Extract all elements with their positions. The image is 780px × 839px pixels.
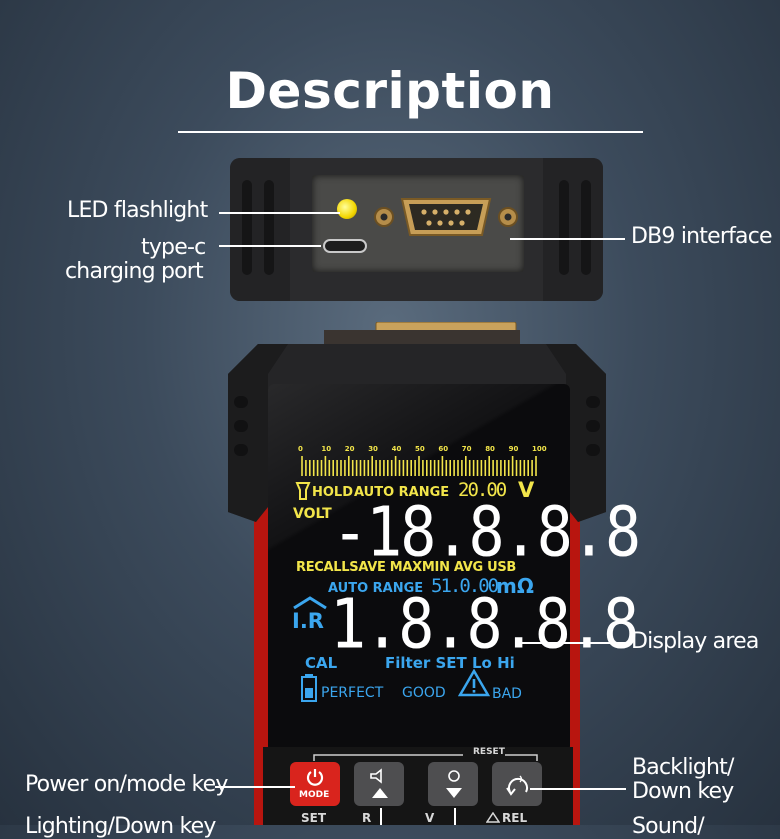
lcd-cal: CAL: [305, 654, 338, 672]
callout-lighting-down: Lighting/Down key: [25, 814, 216, 839]
callout-led-flashlight: LED flashlight: [67, 198, 208, 223]
r-label: R: [362, 811, 372, 825]
page-title: Description: [225, 62, 555, 120]
leader-line: [219, 245, 321, 247]
lcd-ohm-value: 51.0.00: [431, 575, 499, 597]
ir-arrow-icon: [293, 596, 327, 610]
lcd-main-digits: -18.8.8.8: [332, 492, 641, 573]
v-label: V: [425, 811, 435, 825]
lcd-good: GOOD: [402, 685, 446, 701]
callout-db9: DB9 interface: [631, 224, 773, 249]
mode-label: MODE: [299, 790, 330, 800]
scale-tick-label: 50: [415, 445, 425, 453]
leader-line: [219, 212, 340, 214]
warning-icon: [458, 669, 490, 697]
scale-tick-label: 100: [532, 445, 547, 453]
lcd-unit-v: V: [518, 478, 535, 502]
delta-icon: [486, 812, 500, 823]
bulb-down-icon: [446, 770, 462, 798]
set-label: SET: [301, 811, 327, 825]
lcd-volt: VOLT: [293, 506, 332, 522]
db9-connector: [374, 198, 518, 236]
usb-c-port: [323, 239, 367, 253]
power-mode-button[interactable]: MODE: [290, 762, 340, 806]
grip-ridge: [559, 180, 569, 275]
battery-icon: [301, 674, 317, 702]
sound-rel-icon: [506, 775, 528, 796]
leader-line: [510, 238, 625, 240]
lcd-hold: HOLD: [312, 485, 354, 500]
leader-line: [215, 786, 295, 788]
grip-ridge: [581, 180, 591, 275]
screen-gloss: [268, 384, 570, 752]
lcd-second-digits: 1.8.8.8.8: [330, 584, 639, 665]
scale-tick-label: 60: [438, 445, 449, 453]
scale-tick-label: 0: [298, 445, 303, 453]
flashlight-icon: [295, 482, 311, 500]
lighting-down-button[interactable]: [428, 762, 478, 806]
title-underline: [178, 131, 643, 133]
callout-display-area: Display area: [631, 629, 759, 654]
lcd-ir: I.R: [292, 609, 324, 633]
leader-line: [530, 788, 626, 790]
leader-line: [522, 642, 628, 644]
rel-label: REL: [502, 811, 528, 825]
lighting-up-button[interactable]: [354, 762, 404, 806]
lcd-auto-range: AUTO RANGE: [354, 485, 450, 500]
reset-label: RESET: [473, 747, 505, 757]
led-flashlight-lens: [337, 199, 357, 219]
lcd-mode-row: RECALLSAVE MAXMIN AVG USB: [296, 560, 517, 575]
lcd-display: 0 10 20 30 40 50 60 70 80 90 100 HOLD AUTO RANGE 2…: [268, 384, 641, 752]
scale-tick-label: 70: [461, 445, 472, 453]
lcd-perfect: PERFECT: [321, 685, 384, 701]
analog-scale: [301, 456, 537, 476]
callout-backlight-line2: Down key: [632, 779, 734, 804]
callout-sound: Sound/: [632, 814, 705, 839]
callout-typec-line2: charging port: [65, 259, 204, 284]
scale-tick-label: 10: [321, 445, 332, 453]
lcd-unit-mohm: mΩ: [496, 574, 534, 598]
right-grip: [543, 158, 603, 301]
scale-tick-label: 90: [508, 445, 519, 453]
backlight-down-button[interactable]: [492, 762, 542, 806]
reset-bracket: [313, 750, 538, 761]
lcd-auto-range-2: AUTO RANGE: [328, 581, 424, 596]
lcd-filter-row: Filter SET Lo Hi: [385, 654, 515, 672]
speaker-up-icon: [370, 768, 388, 798]
lcd-range-value: 20.00: [458, 479, 507, 501]
lcd-bad: BAD: [492, 686, 522, 702]
leader-line: [380, 808, 382, 825]
device-top-view: [230, 158, 603, 301]
scale-tick-label: 30: [368, 445, 378, 453]
scale-tick-label: 40: [391, 445, 402, 453]
leader-line: [454, 808, 456, 825]
left-grip: [230, 158, 290, 301]
callout-typec-line1: type-c: [141, 235, 206, 260]
grip-ridge: [264, 180, 274, 275]
callout-power-mode: Power on/mode key: [25, 772, 228, 797]
scale-tick-label: 20: [344, 445, 355, 453]
port-panel: [312, 175, 524, 272]
power-icon: [306, 769, 324, 786]
multimeter-device: 0 10 20 30 40 50 60 70 80 90 100 HOLD AUTO RANGE 2…: [228, 322, 641, 825]
grip-ridge: [242, 180, 252, 275]
scale-tick-label: 80: [485, 445, 495, 453]
callout-backlight-line1: Backlight/: [632, 755, 734, 780]
